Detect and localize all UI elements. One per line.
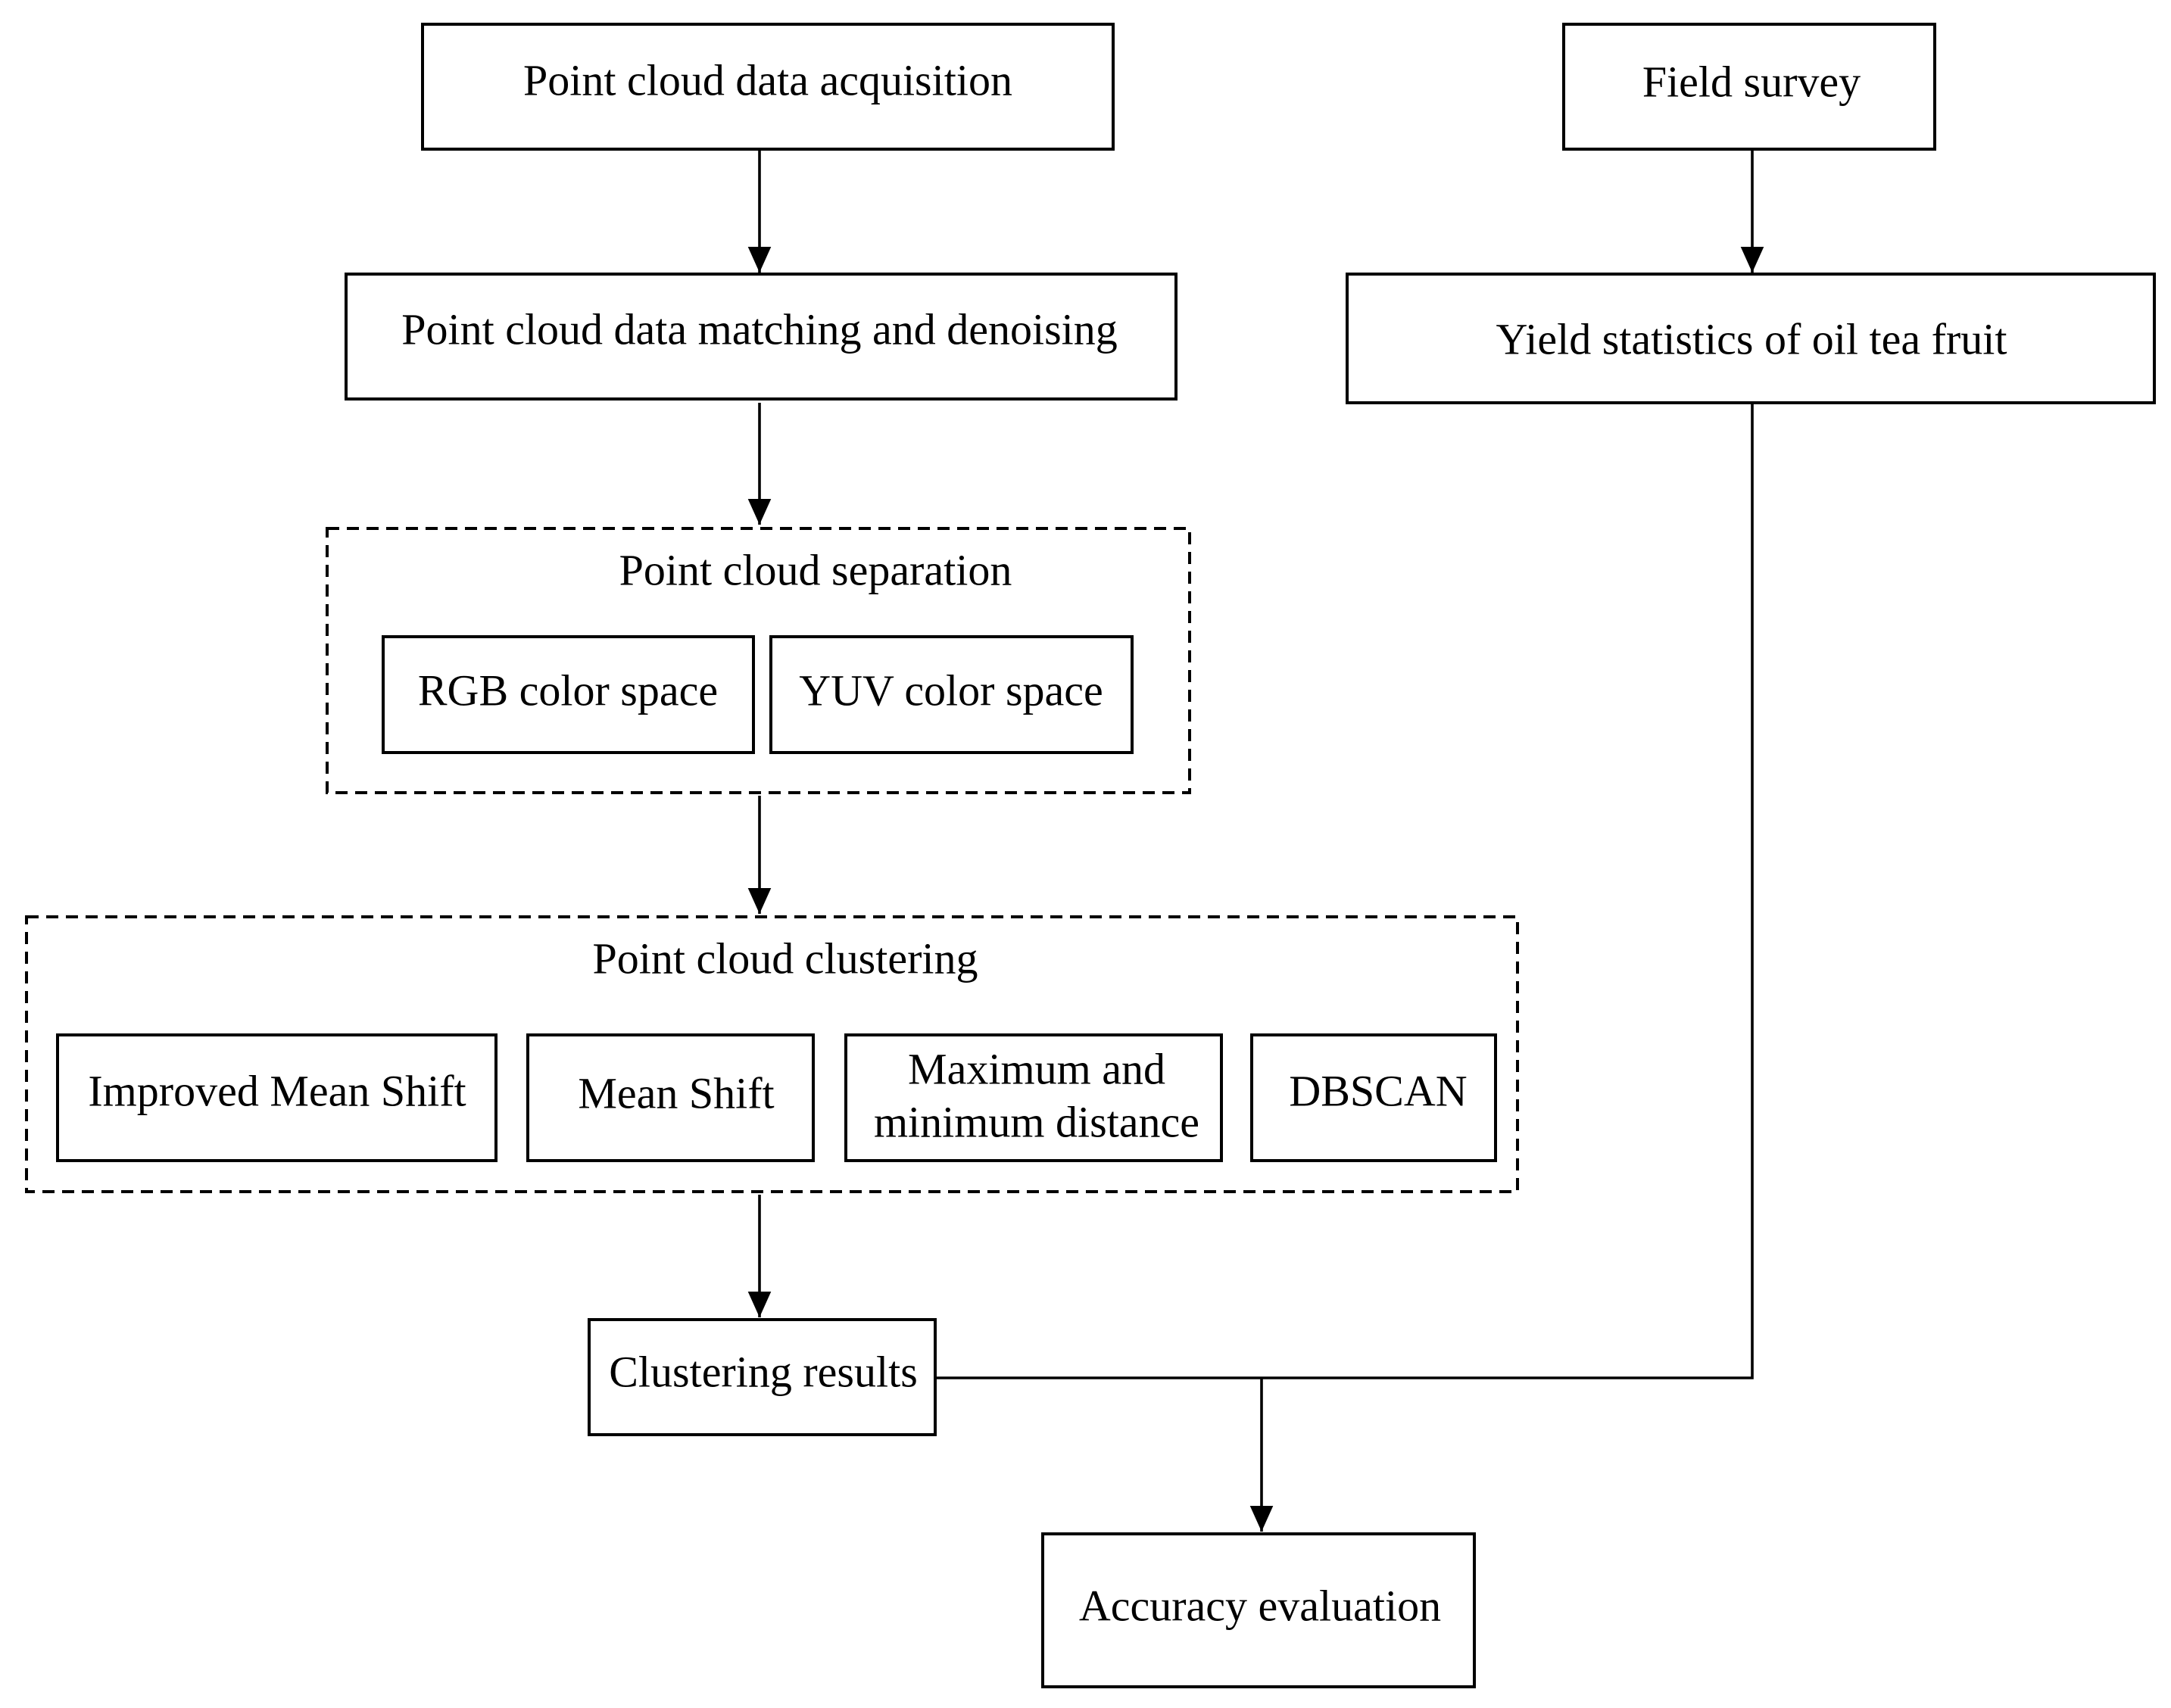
node-matching-label: Point cloud data matching and denoising bbox=[401, 304, 1118, 354]
group-clustering-label: Point cloud clustering bbox=[592, 933, 978, 983]
node-mean-shift: Mean Shift bbox=[526, 1033, 815, 1162]
node-dbscan-label: DBSCAN bbox=[1289, 1066, 1467, 1115]
node-yield-label: Yield statistics of oil tea fruit bbox=[1496, 314, 2007, 363]
node-accuracy-label: Accuracy evaluation bbox=[1079, 1581, 1441, 1630]
node-acquisition-label: Point cloud data acquisition bbox=[523, 55, 1012, 104]
node-rgb: RGB color space bbox=[382, 635, 755, 754]
node-acquisition: Point cloud data acquisition bbox=[421, 23, 1115, 151]
node-improved-mean-shift: Improved Mean Shift bbox=[56, 1033, 498, 1162]
node-rgb-label: RGB color space bbox=[418, 665, 718, 715]
node-dbscan: DBSCAN bbox=[1250, 1033, 1497, 1162]
node-survey: Field survey bbox=[1562, 23, 1936, 151]
node-maxmin-line1: Maximum and bbox=[908, 1044, 1165, 1093]
group-separation-label: Point cloud separation bbox=[619, 545, 1012, 594]
node-yuv: YUV color space bbox=[769, 635, 1134, 754]
node-maxmin-distance: Maximum and minimum distance bbox=[844, 1033, 1223, 1162]
node-results-label: Clustering results bbox=[609, 1347, 918, 1396]
node-accuracy: Accuracy evaluation bbox=[1041, 1532, 1476, 1688]
node-yield: Yield statistics of oil tea fruit bbox=[1346, 273, 2156, 404]
node-maxmin-line2: minimum distance bbox=[874, 1097, 1199, 1146]
group-clustering: Point cloud clustering Improved Mean Shi… bbox=[25, 915, 1519, 1193]
node-results: Clustering results bbox=[588, 1318, 937, 1436]
group-separation: Point cloud separation RGB color space Y… bbox=[326, 527, 1191, 794]
connector-yield-to-join bbox=[935, 403, 1754, 1379]
node-matching: Point cloud data matching and denoising bbox=[345, 273, 1178, 401]
node-yuv-label: YUV color space bbox=[799, 665, 1103, 715]
node-survey-label: Field survey bbox=[1642, 57, 1861, 106]
node-improved-mean-shift-label: Improved Mean Shift bbox=[88, 1066, 466, 1115]
node-mean-shift-label: Mean Shift bbox=[578, 1068, 774, 1117]
